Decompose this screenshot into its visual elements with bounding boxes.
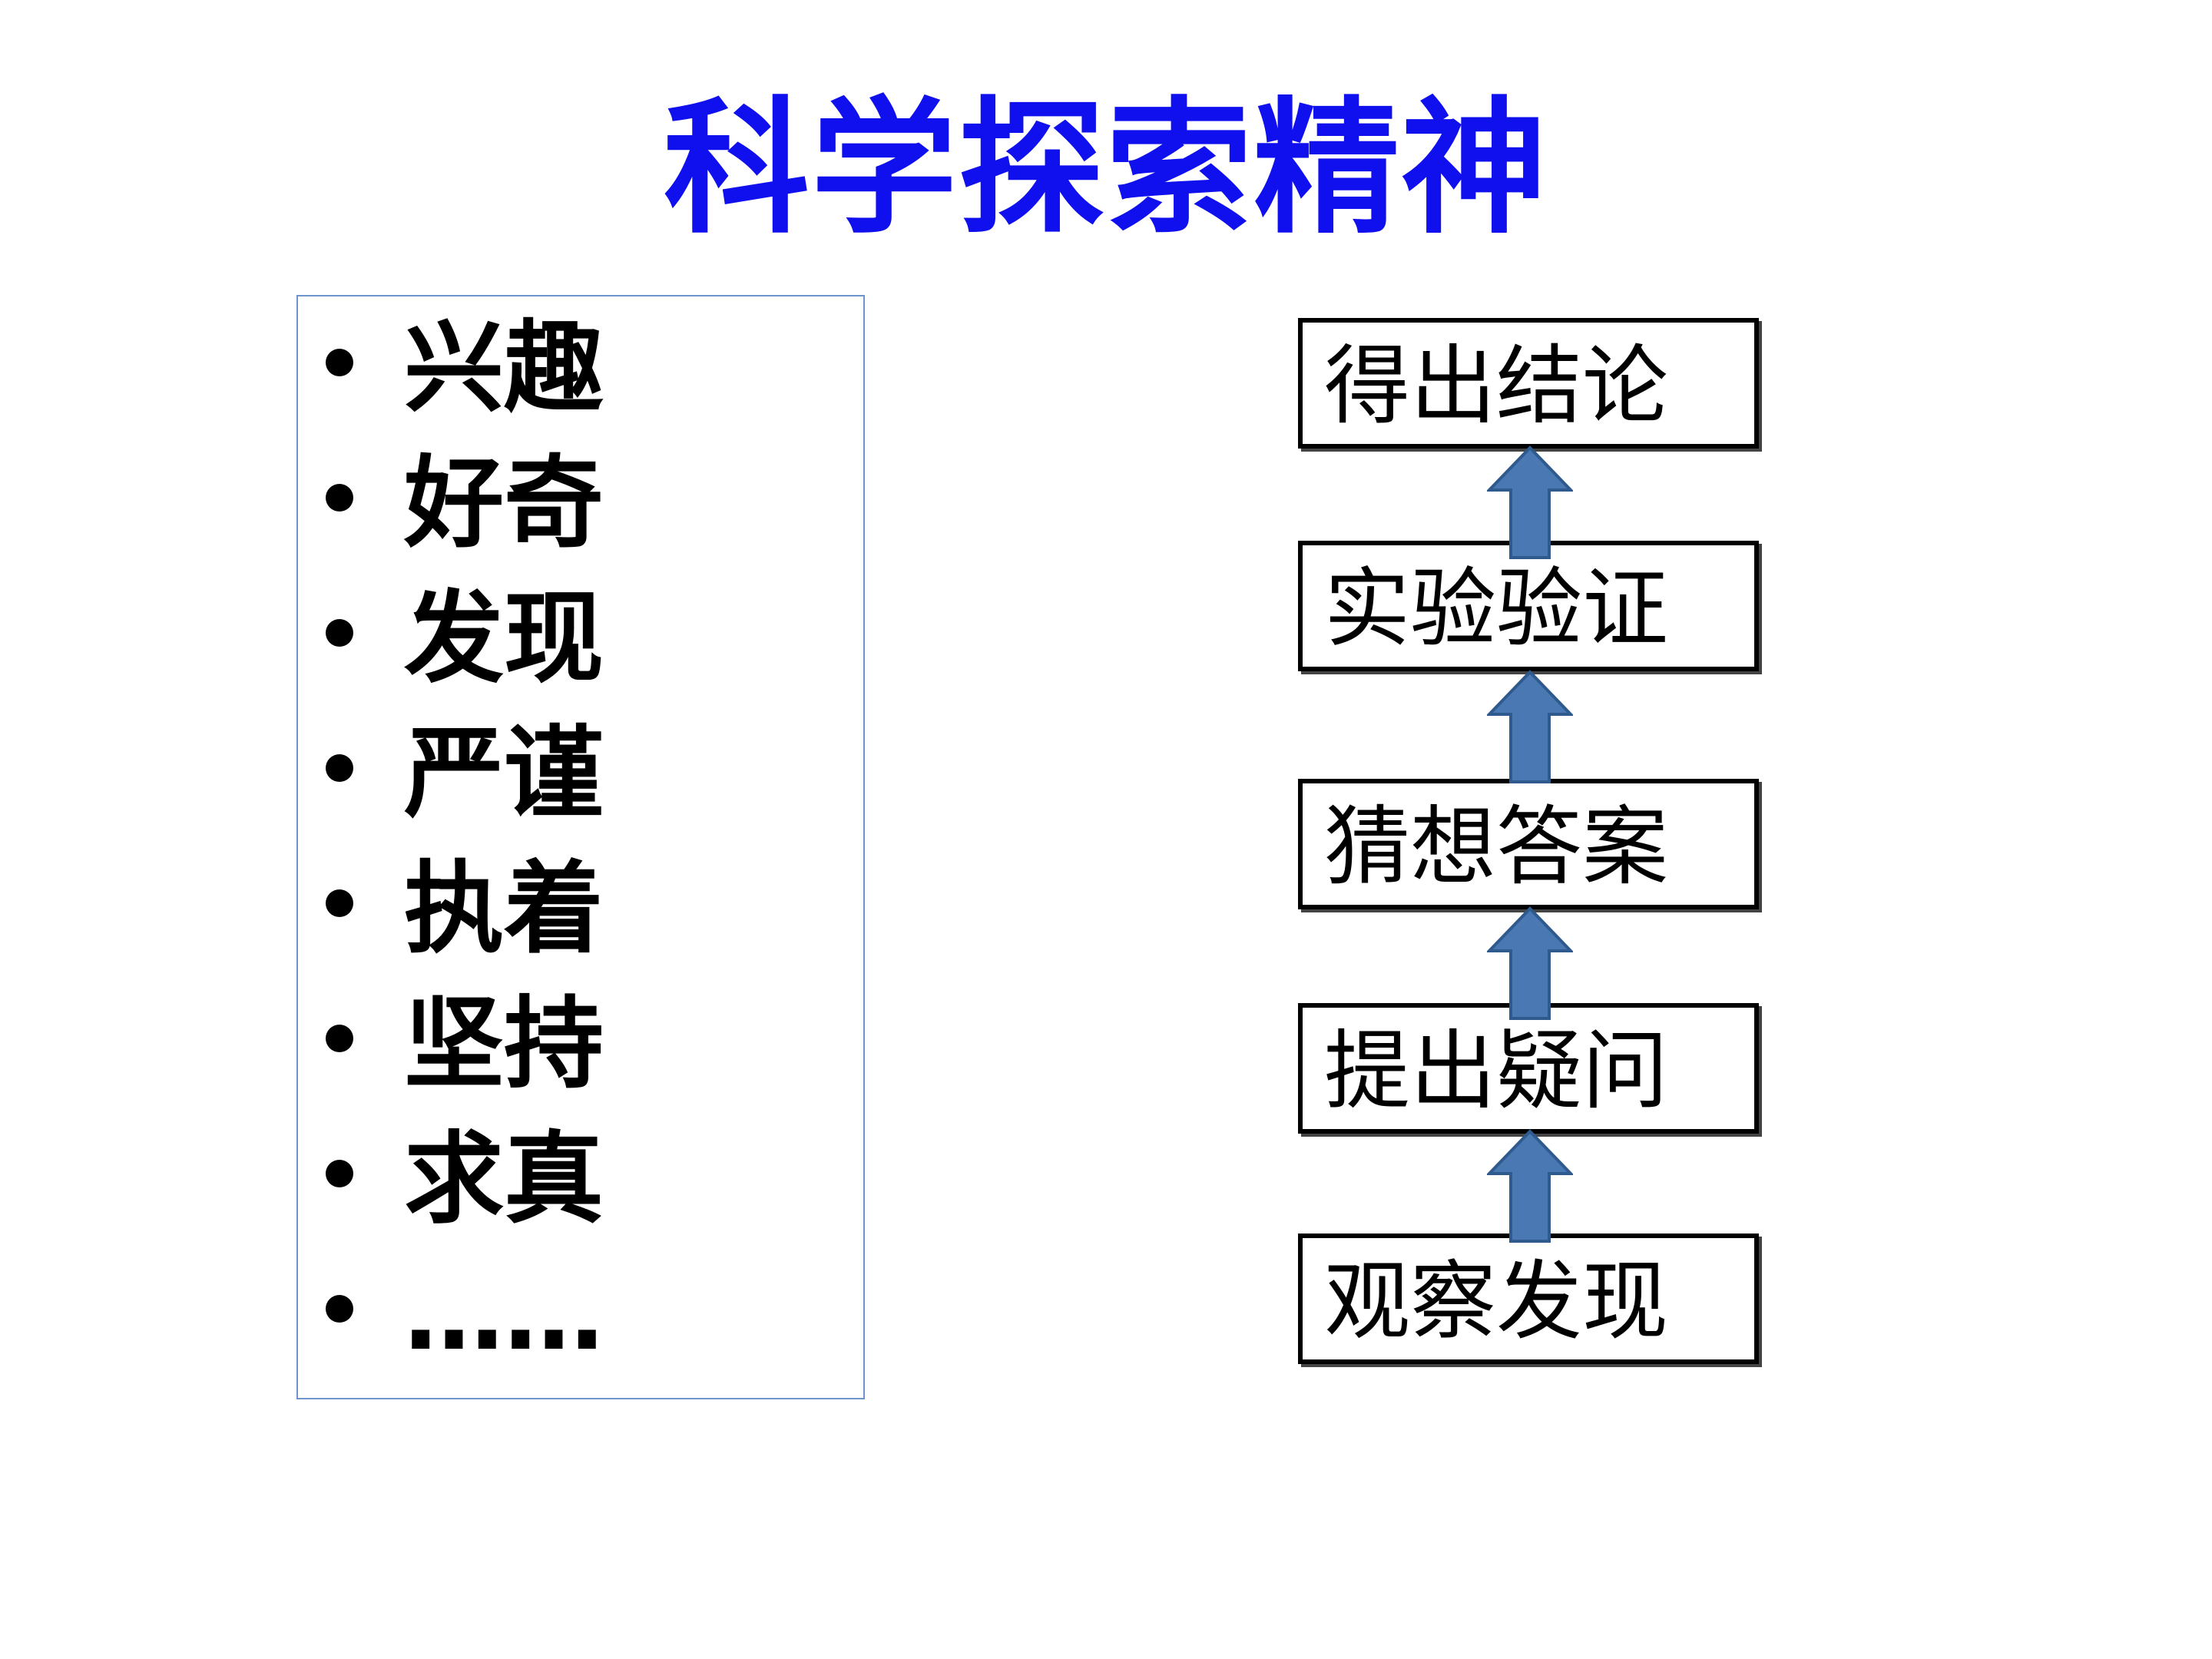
bullet-icon bbox=[326, 484, 353, 512]
list-item: 执着 bbox=[298, 851, 851, 966]
quality-label: 求真 bbox=[404, 1121, 604, 1237]
bullet-icon bbox=[326, 1295, 353, 1323]
flow-step-label: 得出结论 bbox=[1324, 336, 1668, 436]
up-arrow-icon bbox=[1487, 1129, 1573, 1243]
flow-step-label: 实验验证 bbox=[1324, 559, 1668, 659]
bullet-icon bbox=[326, 1160, 353, 1187]
flow-step-label: 提出疑问 bbox=[1324, 1022, 1668, 1121]
list-item: 好奇 bbox=[298, 445, 851, 561]
flow-step-hypothesis: 猜想答案 bbox=[1298, 779, 1759, 909]
bullet-icon bbox=[326, 754, 353, 782]
list-item: 严谨 bbox=[298, 716, 851, 831]
bullet-icon bbox=[326, 619, 353, 647]
flow-step-label: 猜想答案 bbox=[1324, 797, 1668, 897]
quality-label: …… bbox=[404, 1256, 604, 1373]
slide-title: 科学探索精神 bbox=[663, 84, 1548, 253]
list-item: …… bbox=[298, 1257, 851, 1372]
list-item: 求真 bbox=[298, 1121, 851, 1237]
bullet-icon bbox=[326, 1025, 353, 1052]
list-item: 兴趣 bbox=[298, 310, 851, 426]
quality-label: 好奇 bbox=[404, 445, 604, 561]
quality-label: 发现 bbox=[404, 580, 604, 697]
flow-step-observation: 观察发现 bbox=[1298, 1233, 1759, 1364]
flow-step-label: 观察发现 bbox=[1324, 1252, 1668, 1352]
flow-step-conclusion: 得出结论 bbox=[1298, 318, 1759, 449]
up-arrow-icon bbox=[1487, 445, 1573, 559]
up-arrow-icon bbox=[1487, 906, 1573, 1020]
bullet-icon bbox=[326, 349, 353, 376]
qualities-box: 兴趣 好奇 发现 严谨 执着 坚持 bbox=[296, 295, 865, 1399]
quality-label: 执着 bbox=[404, 850, 604, 967]
flow-step-question: 提出疑问 bbox=[1298, 1003, 1759, 1134]
flow-step-experiment: 实验验证 bbox=[1298, 541, 1759, 671]
up-arrow-icon bbox=[1487, 670, 1573, 783]
quality-label: 严谨 bbox=[404, 715, 604, 832]
quality-label: 坚持 bbox=[404, 985, 604, 1102]
bullet-icon bbox=[326, 889, 353, 917]
list-item: 坚持 bbox=[298, 986, 851, 1101]
quality-label: 兴趣 bbox=[404, 310, 604, 426]
list-item: 发现 bbox=[298, 581, 851, 696]
